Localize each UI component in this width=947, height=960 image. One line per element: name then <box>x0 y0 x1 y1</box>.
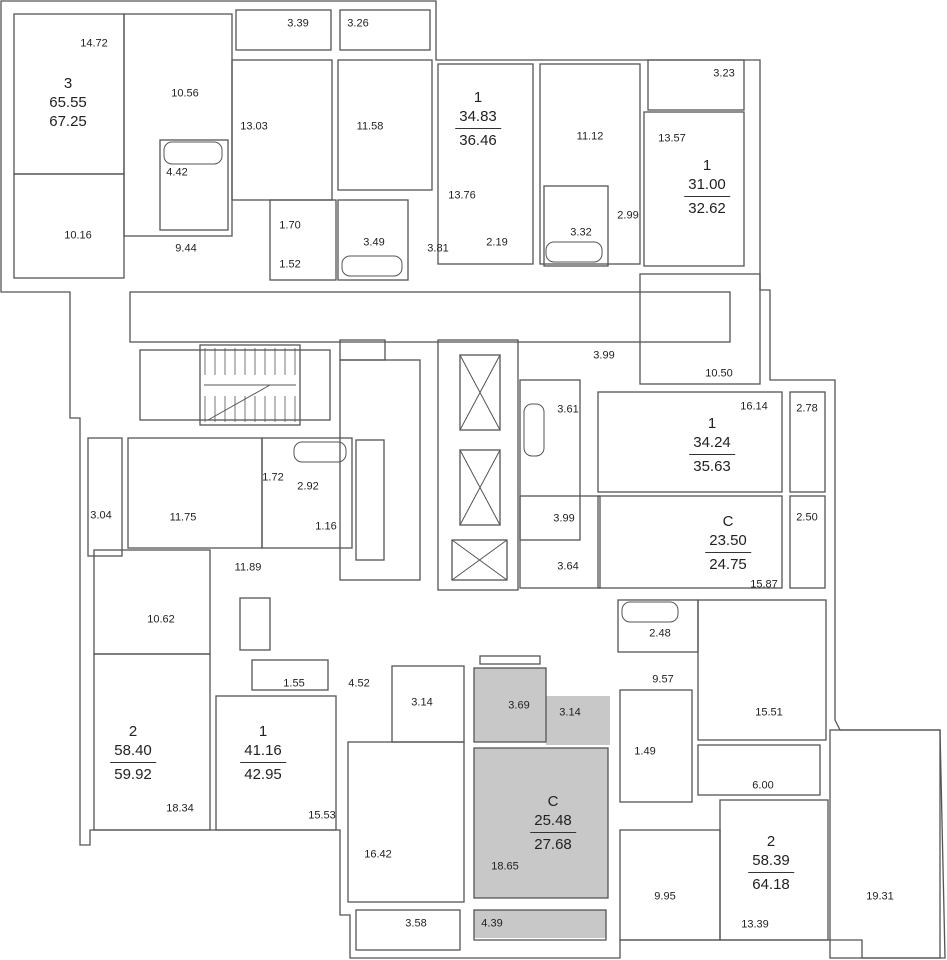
room-area-label: 13.39 <box>741 918 769 931</box>
apartment-total-area: 32.62 <box>684 196 730 218</box>
apartment-total-area: 59.92 <box>110 762 156 784</box>
highlighted-apartment <box>474 668 610 938</box>
apartment-living-area: 23.50 <box>709 532 747 549</box>
apartment-total-area: 42.95 <box>240 762 286 784</box>
room-area-label: 3.14 <box>559 706 581 719</box>
apartment-living-area: 41.16 <box>244 742 282 759</box>
room-area-label: 3.64 <box>557 560 579 573</box>
room-area-label: 3.58 <box>405 917 427 930</box>
apartment-living-area: 34.24 <box>693 434 731 451</box>
room-area-label: 1.72 <box>262 471 284 484</box>
apartment-label: С 25.48 27.68 <box>530 792 576 854</box>
room-area-label: 1.55 <box>283 677 305 690</box>
apartment-total-area: 35.63 <box>689 454 735 476</box>
room-area-label: 2.92 <box>297 480 319 493</box>
apartment-rooms: 2 <box>128 723 138 740</box>
apartment-rooms: 3 <box>63 75 73 92</box>
room-area-label: 3.39 <box>287 17 309 30</box>
apartment-label: 1 41.16 42.95 <box>240 722 286 784</box>
apartment-total-area: 27.68 <box>530 832 576 854</box>
room-area-label: 3.99 <box>593 349 615 362</box>
apartment-rooms: 1 <box>258 723 268 740</box>
room-area-label: 16.14 <box>740 400 768 413</box>
apartment-rooms: С <box>722 513 734 530</box>
room-area-label: 3.26 <box>347 17 369 30</box>
apartment-label: 2 58.40 59.92 <box>110 722 156 784</box>
room-area-label: 2.78 <box>796 402 818 415</box>
room-area-label: 1.49 <box>634 745 656 758</box>
room-area-label: 3.61 <box>557 403 579 416</box>
room-area-label: 11.89 <box>234 561 262 574</box>
apartment-rooms: 1 <box>702 157 712 174</box>
room-area-label: 15.53 <box>308 809 336 822</box>
room-area-label: 2.48 <box>649 627 671 640</box>
room-area-label: 3.04 <box>90 509 112 522</box>
room-area-label: 13.03 <box>240 120 268 133</box>
apartment-rooms: С <box>547 793 559 810</box>
room-area-label: 14.72 <box>80 37 108 50</box>
room-area-label: 4.42 <box>166 166 188 179</box>
room-area-label: 18.34 <box>166 802 194 815</box>
room-area-label: 10.50 <box>705 367 733 380</box>
room-area-label: 1.70 <box>279 219 301 232</box>
apartment-living-area: 65.55 <box>49 94 87 111</box>
apartment-rooms: 1 <box>473 89 483 106</box>
room-area-label: 6.00 <box>752 779 774 792</box>
apartment-living-area: 34.83 <box>459 108 497 125</box>
room-area-label: 4.39 <box>481 917 503 930</box>
room-area-label: 19.31 <box>866 890 894 903</box>
room-area-label: 3.14 <box>411 696 433 709</box>
room-area-label: 11.75 <box>169 511 197 524</box>
room-area-label: 2.99 <box>617 209 639 222</box>
room-area-label: 1.16 <box>315 520 337 533</box>
apartment-label: 1 34.83 36.46 <box>455 88 501 150</box>
room-area-label: 3.69 <box>508 699 530 712</box>
apartment-total-area: 67.25 <box>49 113 87 130</box>
apartment-total-area: 36.46 <box>455 128 501 150</box>
room-area-label: 9.95 <box>654 890 676 903</box>
apartment-label: 1 31.00 32.62 <box>684 156 730 218</box>
room-area-label: 3.81 <box>427 242 449 255</box>
room-area-label: 9.44 <box>175 242 197 255</box>
room-area-label: 1.52 <box>279 258 301 271</box>
apartment-label: 3 65.55 67.25 <box>45 74 91 131</box>
apartment-label: 1 34.24 35.63 <box>689 414 735 476</box>
apartment-living-area: 58.40 <box>114 742 152 759</box>
apartment-living-area: 25.48 <box>534 812 572 829</box>
apartment-living-area: 58.39 <box>752 852 790 869</box>
apartment-label: 2 58.39 64.18 <box>748 832 794 894</box>
room-area-label: 16.42 <box>364 848 392 861</box>
apartment-label: С 23.50 24.75 <box>705 512 751 574</box>
apartment-living-area: 31.00 <box>688 176 726 193</box>
room-area-label: 15.51 <box>755 706 783 719</box>
room-area-label: 3.49 <box>363 236 385 249</box>
room-area-label: 2.19 <box>486 236 508 249</box>
apartment-total-area: 24.75 <box>705 552 751 574</box>
room-area-label: 18.65 <box>491 860 519 873</box>
room-area-label: 2.50 <box>796 511 818 524</box>
room-area-label: 10.16 <box>64 229 92 242</box>
room-area-label: 9.57 <box>652 673 674 686</box>
apartment-total-area: 64.18 <box>748 872 794 894</box>
apartment-rooms: 2 <box>766 833 776 850</box>
room-area-label: 15.87 <box>750 578 778 591</box>
room-area-label: 13.76 <box>448 189 476 202</box>
room-area-label: 11.12 <box>576 130 604 143</box>
apartment-rooms: 1 <box>707 415 717 432</box>
room-area-label: 11.58 <box>356 120 384 133</box>
room-area-label: 10.62 <box>147 613 175 626</box>
room-area-label: 10.56 <box>171 87 199 100</box>
room-area-label: 4.52 <box>348 677 370 690</box>
room-area-label: 3.23 <box>713 67 735 80</box>
room-area-label: 3.99 <box>553 512 575 525</box>
room-area-label: 3.32 <box>570 226 592 239</box>
room-area-label: 13.57 <box>658 132 686 145</box>
